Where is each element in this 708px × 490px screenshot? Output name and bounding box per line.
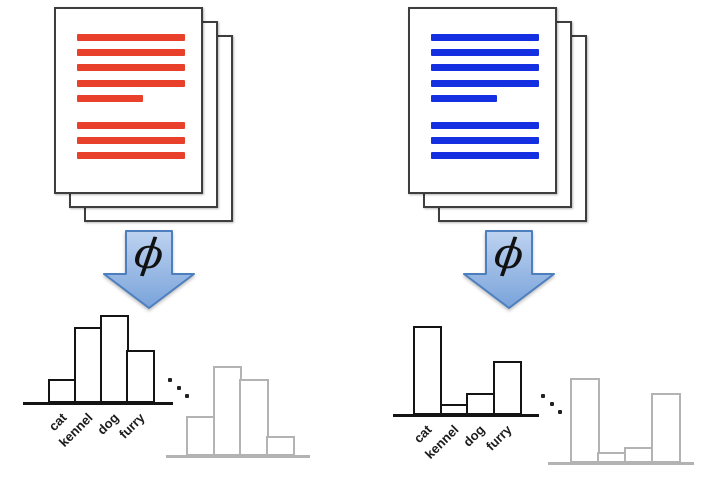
- phi-arrow-left: ϕ: [102, 227, 196, 310]
- bar-dog: [466, 393, 495, 415]
- text-line: [431, 49, 539, 56]
- bar: [651, 393, 681, 463]
- x-axis: [393, 414, 539, 417]
- x-axis: [548, 462, 694, 465]
- bar-dog: [100, 315, 129, 403]
- down-arrow-icon: [103, 230, 195, 309]
- phi-arrow-right: ϕ: [462, 227, 556, 310]
- left-ghost-histogram: [166, 363, 310, 458]
- bar: [624, 447, 654, 463]
- x-axis: [166, 455, 310, 458]
- bar-furry: [492, 361, 522, 415]
- bar: [570, 378, 600, 463]
- document-right-front: [408, 7, 557, 194]
- down-arrow-icon: [463, 230, 555, 309]
- bar: [186, 416, 216, 456]
- bar-cat: [413, 326, 442, 415]
- document-left-front: [54, 7, 203, 194]
- text-line: [77, 137, 185, 144]
- diagonal-ellipsis-icon: [541, 394, 563, 416]
- bar: [212, 366, 242, 456]
- text-line: [431, 95, 497, 102]
- text-line: [431, 152, 539, 159]
- diagonal-ellipsis-icon: [168, 378, 190, 400]
- text-line: [77, 80, 185, 87]
- bar-cat: [48, 379, 77, 403]
- x-axis: [23, 402, 173, 405]
- text-line: [77, 64, 185, 71]
- text-line: [431, 80, 539, 87]
- text-line: [431, 122, 539, 129]
- bar-kennel: [74, 327, 103, 403]
- bar: [266, 436, 296, 456]
- text-line: [431, 34, 539, 41]
- bar-furry: [126, 350, 155, 403]
- text-line: [77, 49, 185, 56]
- bar: [239, 379, 269, 456]
- text-line: [431, 64, 539, 71]
- text-line: [77, 95, 143, 102]
- right-ghost-histogram: [548, 370, 694, 465]
- text-line: [77, 152, 185, 159]
- bar-kennel: [439, 404, 469, 415]
- bar: [597, 452, 627, 463]
- text-line: [77, 34, 185, 41]
- text-line: [77, 122, 185, 129]
- text-line: [431, 137, 539, 144]
